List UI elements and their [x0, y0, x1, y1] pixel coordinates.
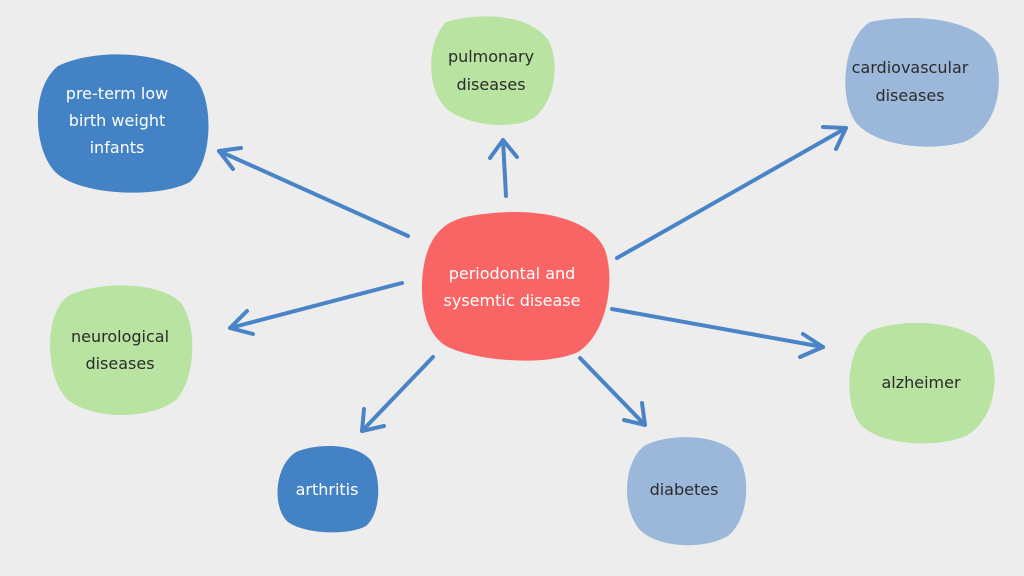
neurological-label-line2: diseases [85, 354, 154, 373]
center-label-line2: sysemtic disease [444, 291, 581, 310]
cardiovascular-label-line2: diseases [875, 86, 944, 105]
pulmonary-blob [431, 16, 555, 125]
arrow-to-neurological [228, 281, 404, 336]
pulmonary-node: pulmonary diseases [431, 16, 555, 125]
alzheimer-label: alzheimer [881, 373, 961, 392]
arthritis-blob [277, 446, 379, 533]
arrow-to-alzheimer [610, 307, 825, 359]
pulmonary-label-line2: diseases [456, 75, 525, 94]
center-node: periodontal and sysemtic disease [421, 212, 610, 361]
arrow-to-cardiovascular [615, 125, 848, 260]
cardiovascular-blob [845, 18, 999, 147]
preterm-node: pre-term low birth weight infants [37, 54, 209, 193]
preterm-label-line1: pre-term low [66, 84, 168, 103]
pulmonary-label-line1: pulmonary [448, 47, 534, 66]
alzheimer-blob [849, 322, 995, 444]
preterm-blob [37, 54, 209, 193]
arrow-to-diabetes [578, 356, 647, 427]
cardiovascular-label-line1: cardiovascular [852, 58, 969, 77]
center-label-line1: periodontal and [449, 264, 576, 283]
preterm-label-line3: infants [90, 138, 145, 157]
neurological-blob [49, 285, 193, 415]
arthritis-node: arthritis [277, 446, 379, 533]
diabetes-node: diabetes [626, 437, 747, 546]
diabetes-label: diabetes [650, 480, 719, 499]
diabetes-blob [626, 437, 747, 546]
alzheimer-node: alzheimer [849, 322, 995, 444]
arrow-to-preterm [217, 146, 410, 238]
neurological-node: neurological diseases [49, 285, 193, 415]
preterm-label-line2: birth weight [69, 111, 166, 130]
arrow-to-arthritis [360, 355, 435, 433]
cardiovascular-node: cardiovascular diseases [845, 18, 999, 147]
arthritis-label: arthritis [296, 480, 359, 499]
arrow-to-pulmonary [488, 138, 519, 198]
center-blob [421, 212, 610, 361]
neurological-label-line1: neurological [71, 327, 169, 346]
